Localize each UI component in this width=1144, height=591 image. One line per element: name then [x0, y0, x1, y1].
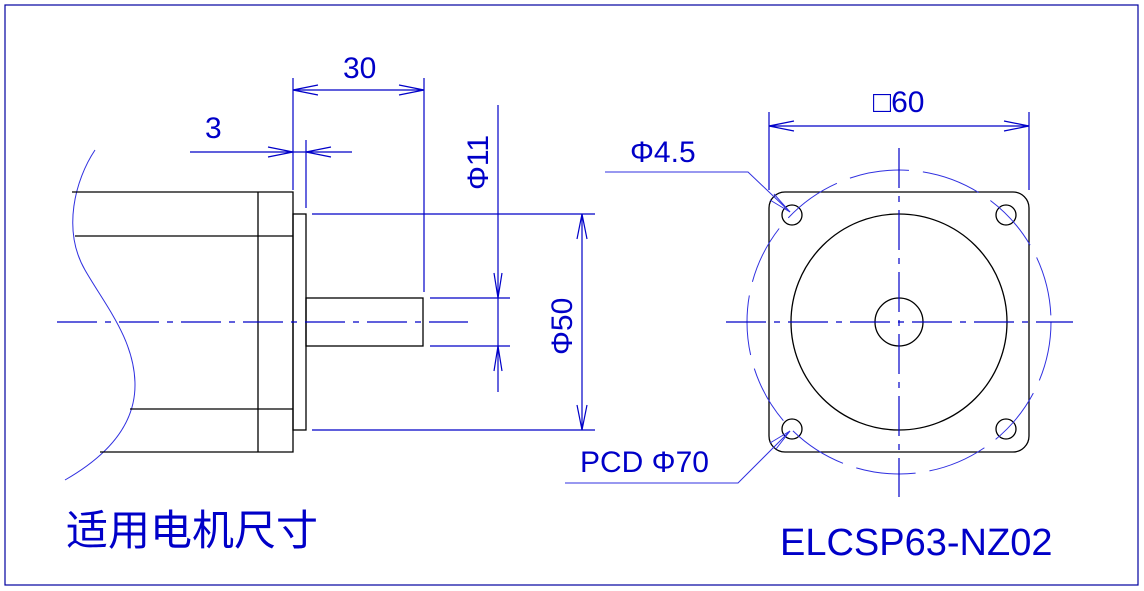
drawing-caption: 适用电机尺寸: [66, 506, 318, 555]
dim-square-size: □60: [873, 86, 925, 119]
flange-square: [768, 191, 1030, 453]
dim-shaft-diameter: Φ11: [462, 135, 495, 190]
mount-hole: [781, 418, 803, 440]
dim-shaft-length: 30: [343, 52, 376, 85]
dim-hole-diameter: Φ4.5: [630, 136, 696, 169]
model-number: ELCSP63-NZ02: [780, 522, 1052, 564]
mount-hole: [995, 418, 1017, 440]
break-line: [64, 149, 136, 481]
mount-hole: [995, 204, 1017, 226]
dim-pcd: PCD Φ70: [580, 446, 709, 479]
motor-front-view: [726, 148, 1073, 497]
drawing-border: [4, 4, 1139, 586]
motor-side-view: [57, 149, 468, 481]
dim-flange-thickness: 3: [205, 112, 222, 145]
side-dimensions: 30 3 Φ50 Φ11: [190, 52, 595, 431]
front-dimensions: □60 Φ4.5 PCD Φ70: [565, 86, 1030, 484]
dim-pilot-diameter: Φ50: [546, 298, 579, 355]
mount-hole: [781, 204, 803, 226]
